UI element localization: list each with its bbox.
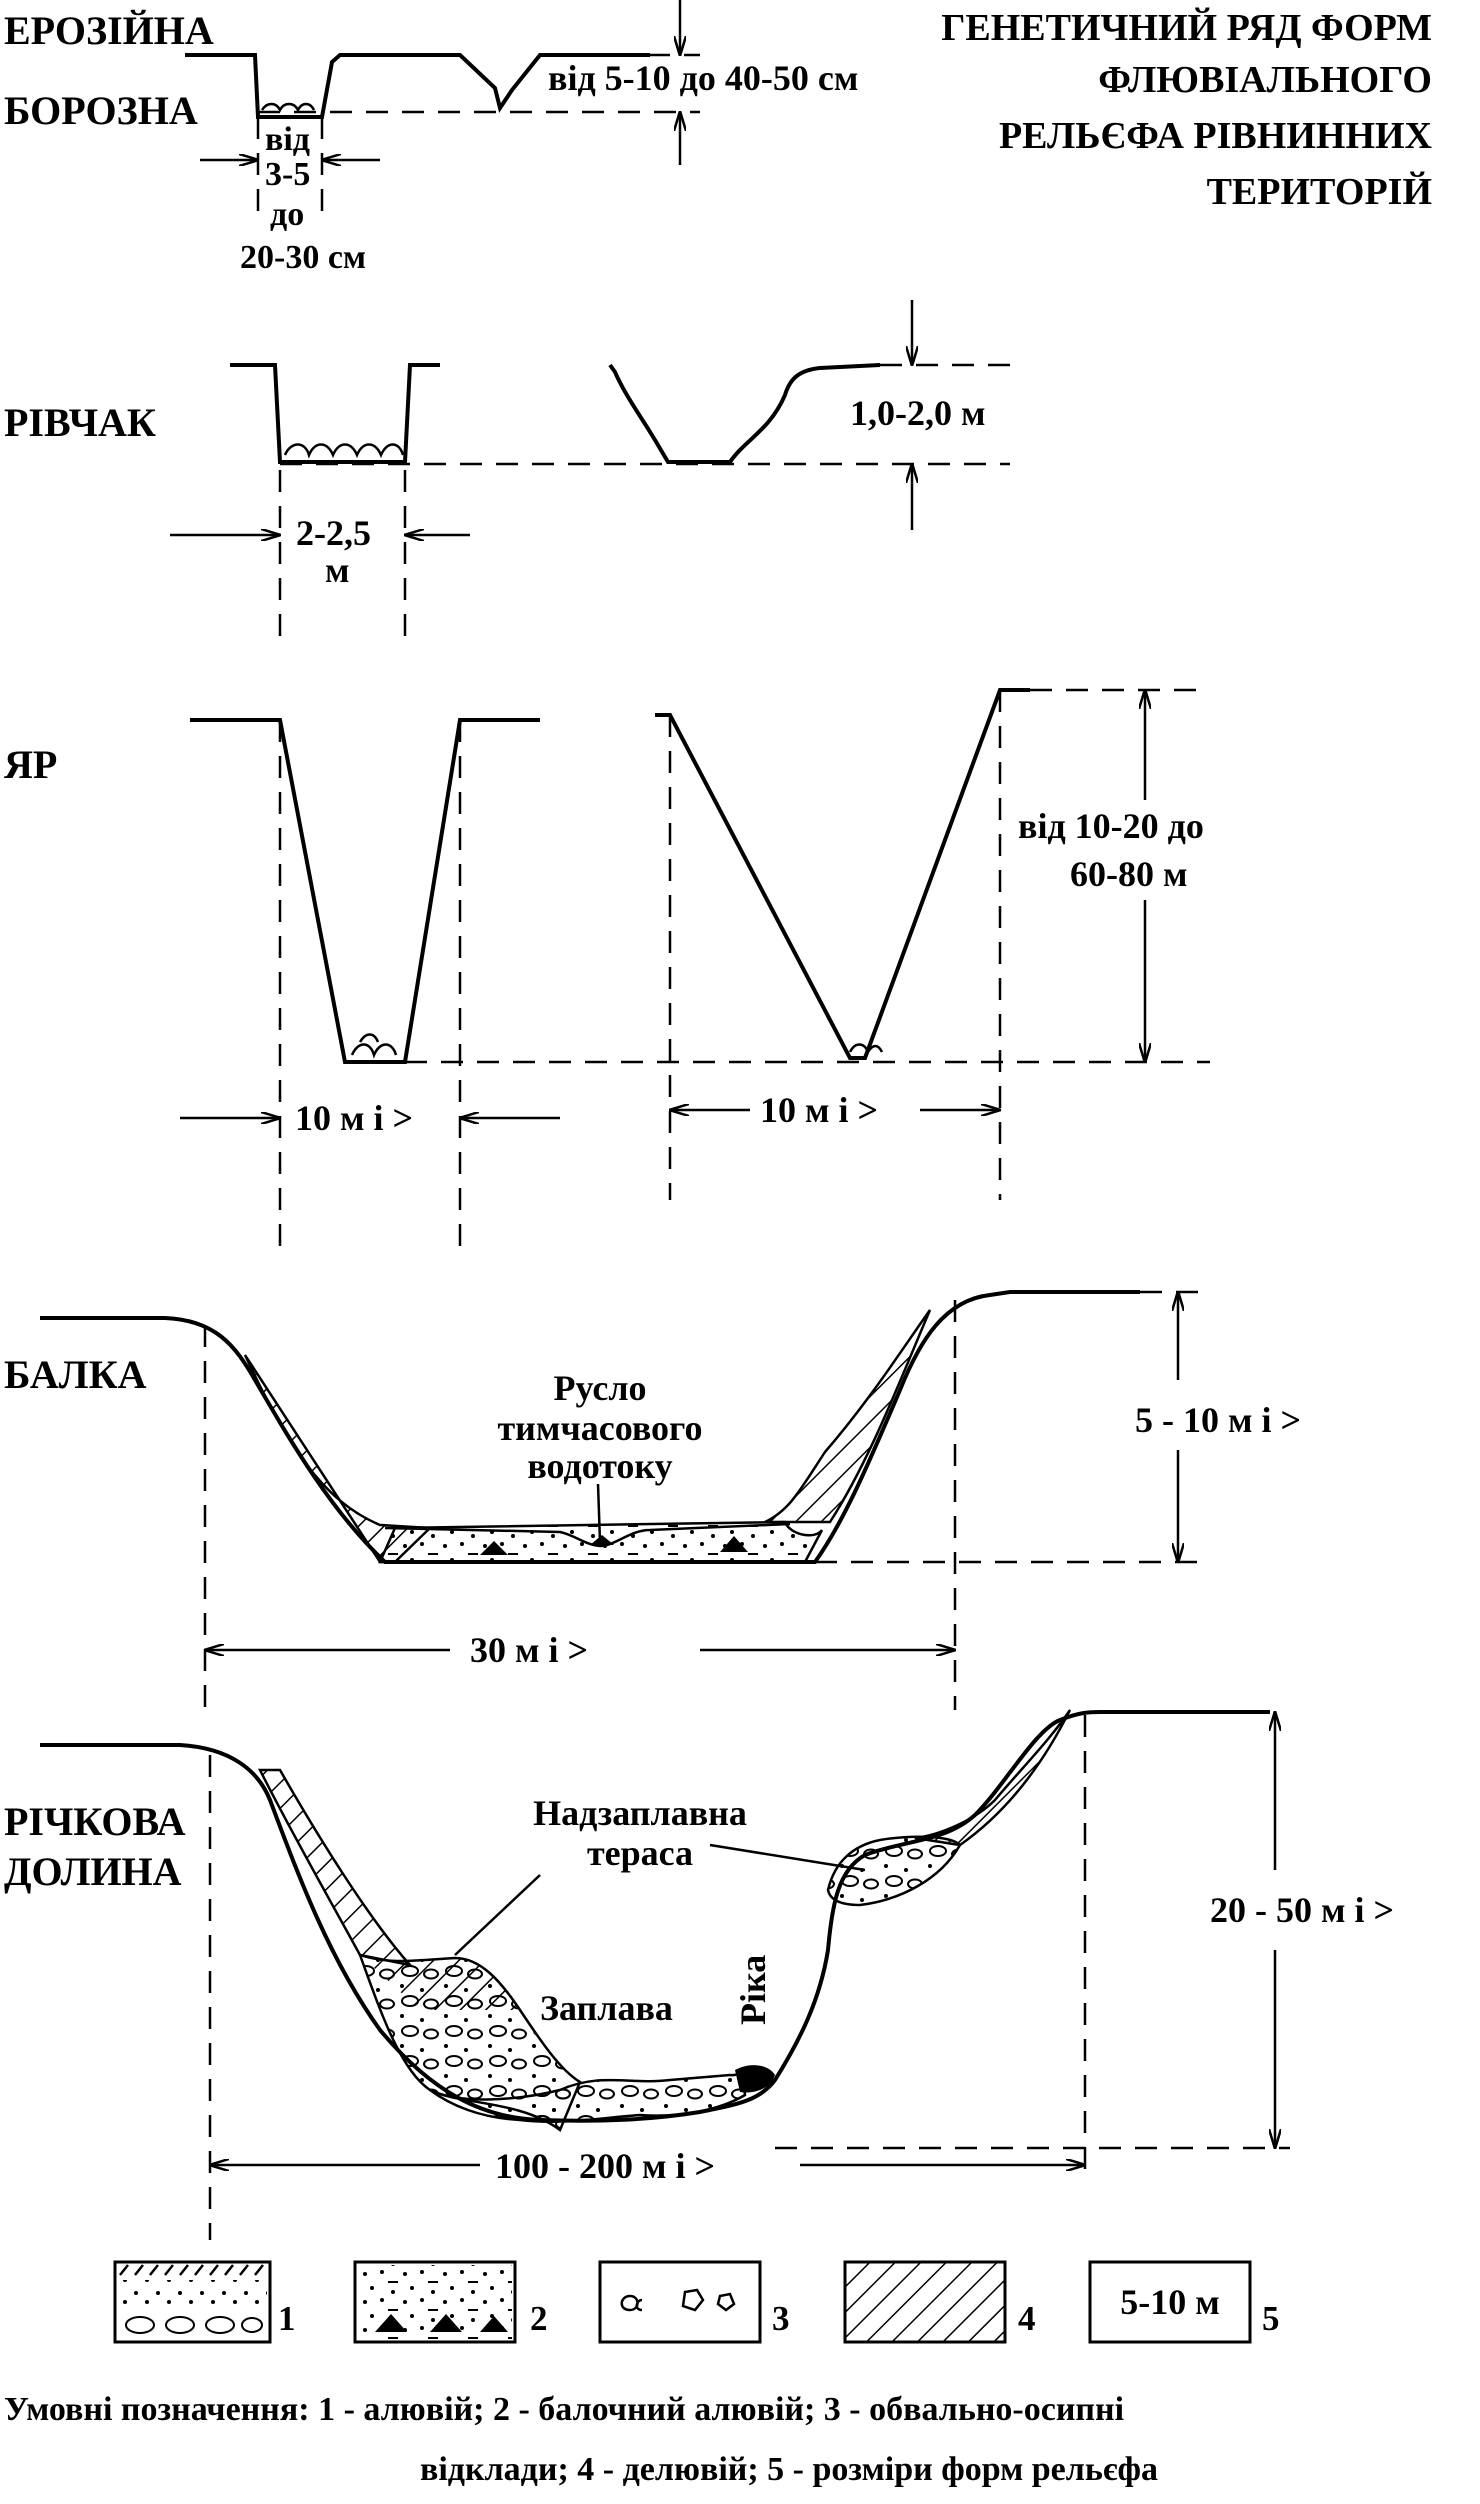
valley-depth-label: 20 - 50 м і >	[1210, 1890, 1394, 1930]
valley-floodplain-label: Заплава	[540, 1988, 673, 2028]
erosion-furrow-width-line-3: до	[270, 196, 304, 233]
rill-trough-profile	[608, 363, 881, 464]
rill-debris	[283, 443, 405, 459]
legend-number-5: 5	[1262, 2299, 1280, 2338]
river-valley-section: РІЧКОВА ДОЛИНА Надзаплавна тераса Заплав…	[4, 1709, 1394, 2240]
ravine-debris-right	[848, 1043, 884, 1055]
ravine-v-profile-right	[655, 688, 1030, 1060]
erosion-furrow-section: ЕРОЗІЙНА БОРОЗНА від 3-5 до 20-30 см від…	[4, 0, 858, 276]
valley-terrace-right	[826, 1835, 962, 1907]
ravine-depth-line-2: 60-80 м	[1070, 854, 1188, 894]
legend-item-4: 4	[843, 2260, 1036, 2344]
gully-profile	[40, 1290, 1140, 1564]
erosion-furrow-width-line-2: 3-5	[265, 156, 310, 193]
valley-profile	[40, 1710, 1270, 2123]
rill-name: РІВЧАК	[4, 400, 156, 445]
valley-terrace-label-line-1: Надзаплавна	[533, 1793, 747, 1833]
gully-channel-line-1: Русло	[553, 1368, 646, 1408]
legend-swatch-dimensions	[1088, 2260, 1252, 2344]
valley-width-label: 100 - 200 м і >	[495, 2146, 715, 2186]
valley-terrace-label-line-2: тераса	[587, 1833, 693, 1873]
river-valley-name-line-1: РІЧКОВА	[4, 1799, 186, 1844]
valley-river-label: Ріка	[733, 1955, 773, 2025]
rill-section: РІВЧАК 2-2,5 м 1,0-2,0 м	[4, 300, 1010, 650]
gully-name: БАЛКА	[4, 1352, 147, 1397]
rill-width-line-1: 2-2,5	[296, 513, 371, 553]
gully-channel-pointer	[596, 1483, 602, 1543]
legend: 1 2 3 4 5-10 м 5 Умовні позначення: 1 - …	[4, 2260, 1280, 2488]
gully-channel-line-2: тимчасового	[498, 1408, 703, 1448]
legend-swatch-alluvium-hatch	[119, 2264, 264, 2276]
title-line-2: ФЛЮВІАЛЬНОГО	[1098, 59, 1432, 101]
gully-deluvium-right	[764, 1309, 932, 1524]
valley-deluvium-left	[257, 1768, 414, 1967]
gully-channel-line-3: водотоку	[527, 1446, 672, 1486]
diagram-title: ГЕНЕТИЧНИЙ РЯД ФОРМ ФЛЮВІАЛЬНОГО РЕЛЬЄФА…	[941, 7, 1432, 213]
erosion-furrow-name-line-2: БОРОЗНА	[4, 88, 198, 133]
ravine-section: ЯР 10 м і > 10 м і > від 10-20 до 60-80 …	[4, 688, 1210, 1260]
ravine-debris-left	[350, 1033, 398, 1059]
title-line-1: ГЕНЕТИЧНИЙ РЯД ФОРМ	[941, 7, 1432, 49]
title-line-3: РЕЛЬЄФА РІВНИННИХ	[999, 115, 1432, 157]
rill-depth-label: 1,0-2,0 м	[850, 393, 986, 433]
ravine-name: ЯР	[4, 742, 57, 787]
legend-swatch-alluvium-dots	[118, 2280, 267, 2304]
valley-terrace-pointer-left	[454, 1874, 541, 1956]
ravine-depth-line-1: від 10-20 до	[1018, 806, 1204, 846]
legend-swatch-debris-shapes	[620, 2288, 736, 2312]
legend-number-2: 2	[530, 2299, 548, 2338]
legend-swatch-debris	[598, 2260, 762, 2344]
valley-river	[735, 2065, 775, 2093]
valley-terrace-pointer-right	[709, 1843, 866, 1872]
gully-alluvium-grains	[480, 1535, 748, 1555]
title-line-4: ТЕРИТОРІЙ	[1207, 171, 1432, 213]
gully-channel-line	[384, 1522, 791, 1548]
erosion-furrow-name-line-1: ЕРОЗІЙНА	[4, 8, 214, 53]
erosion-furrow-width-line-1: від	[265, 121, 310, 158]
legend-number-1: 1	[278, 2299, 296, 2338]
erosion-furrow-profile	[185, 53, 650, 119]
ravine-v-profile-left	[190, 718, 540, 1064]
legend-caption-line-1: Умовні позначення: 1 - алювій; 2 - балоч…	[4, 2391, 1124, 2428]
legend-number-4: 4	[1018, 2299, 1036, 2338]
legend-item-3: 3	[598, 2260, 790, 2344]
erosion-furrow-depth-label: від 5-10 до 40-50 см	[548, 58, 858, 98]
ravine-width-right-label: 10 м і >	[760, 1090, 878, 1130]
rill-width-line-2: м	[325, 550, 350, 590]
legend-number-3: 3	[772, 2299, 790, 2338]
legend-item-5: 5-10 м 5	[1088, 2260, 1280, 2344]
legend-item-1: 1	[113, 2260, 296, 2344]
ravine-width-left-label: 10 м і >	[295, 1098, 413, 1138]
valley-deluvium-right	[914, 1709, 1072, 1847]
valley-terrace-left-cap	[360, 1955, 520, 2010]
legend-item-2: 2	[353, 2260, 548, 2344]
legend-caption-line-2: відклади; 4 - делювій; 5 - розміри форм …	[420, 2451, 1158, 2488]
gully-depth-label: 5 - 10 м і >	[1135, 1400, 1301, 1440]
rill-rect-profile	[230, 363, 440, 464]
river-valley-name-line-2: ДОЛИНА	[4, 1849, 182, 1894]
erosion-furrow-width-line-4: 20-30 см	[240, 239, 366, 276]
legend-swatch-dimensions-text: 5-10 м	[1120, 2282, 1220, 2322]
erosion-furrow-debris	[260, 102, 316, 113]
gully-section: БАЛКА Русло тимчасового водотоку 30 м і …	[4, 1290, 1301, 1710]
legend-swatch-deluvium	[843, 2260, 1007, 2344]
gully-width-label: 30 м і >	[470, 1630, 588, 1670]
